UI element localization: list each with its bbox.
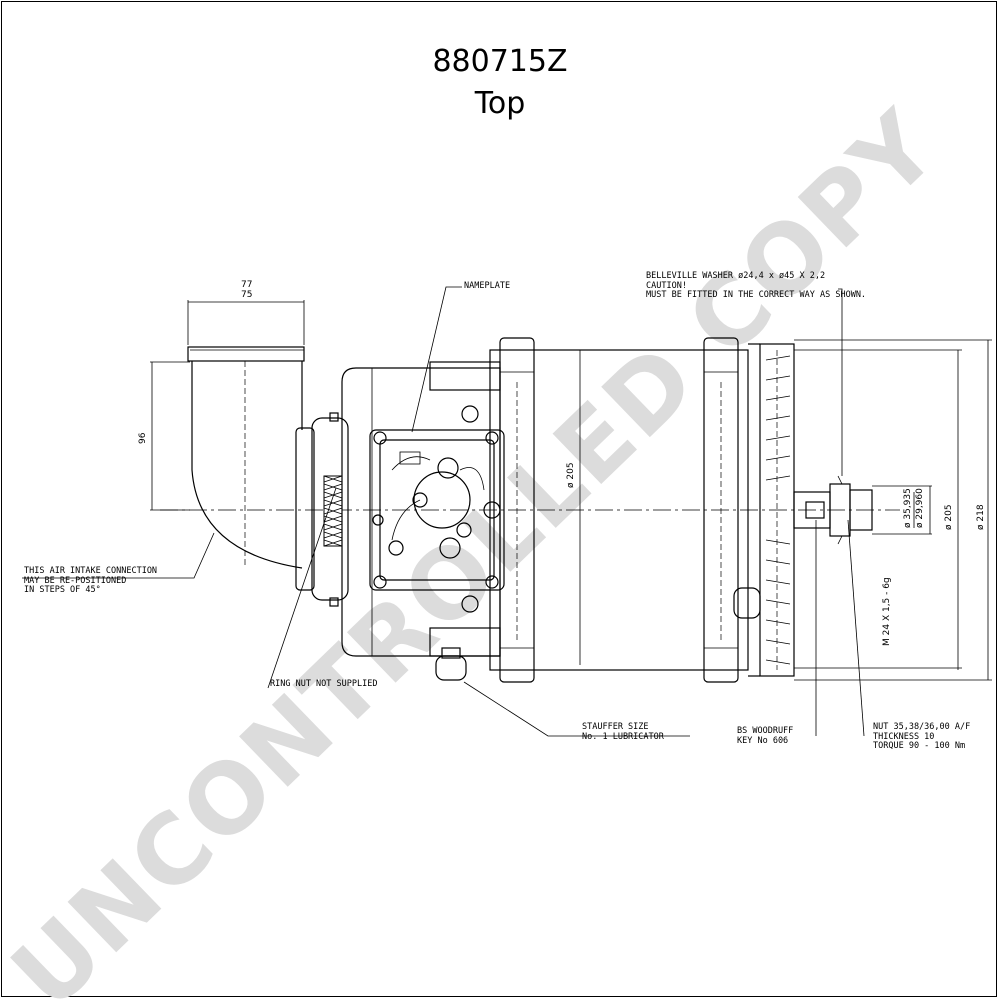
- dim-width-top: 77: [241, 280, 253, 290]
- drawing-code-title: 880715Z: [432, 44, 568, 79]
- label-woodruff: BS WOODRUFF KEY No 606: [737, 726, 794, 746]
- dimension-lines: [150, 300, 992, 681]
- label-belleville: BELLEVILLE WASHER ø24,4 x ø45 X 2,2 CAUT…: [646, 271, 867, 300]
- label-nut: NUT 35,38/36,00 A/F THICKNESS 10 TORQUE …: [873, 722, 971, 751]
- dim-dia-shaft-a: ø 35,935: [903, 488, 913, 528]
- dim-dia-outer: ø 218: [976, 504, 986, 530]
- dim-thread: M 24 X 1,5 - 6g: [882, 577, 892, 646]
- drawing-view-title: Top: [474, 86, 526, 121]
- stauffer-lubricator: [435, 587, 761, 681]
- dim-height-inlet: 96: [138, 432, 148, 444]
- dim-dia-shaft-b: ø 29,960: [915, 488, 925, 528]
- label-air-intake: THIS AIR INTAKE CONNECTION MAY BE RE-POS…: [24, 566, 158, 595]
- intake-flange: [295, 412, 349, 607]
- alternator-housing: [341, 361, 501, 657]
- leader-lines: [22, 286, 865, 737]
- label-stauffer: STAUFFER SIZE No. 1 LUBRICATOR: [582, 722, 664, 742]
- dim-width-bottom: 75: [241, 290, 253, 300]
- stator-body: [489, 337, 760, 683]
- label-ring-nut: RING NUT NOT SUPPLIED: [270, 679, 378, 689]
- dim-dia-body: ø 205: [566, 462, 576, 488]
- air-intake-elbow: [187, 346, 305, 569]
- dim-dia-fan: ø 205: [944, 504, 954, 530]
- shaft-assembly: [793, 475, 873, 545]
- label-nameplate: NAMEPLATE: [464, 281, 511, 291]
- terminal-box: [369, 429, 505, 591]
